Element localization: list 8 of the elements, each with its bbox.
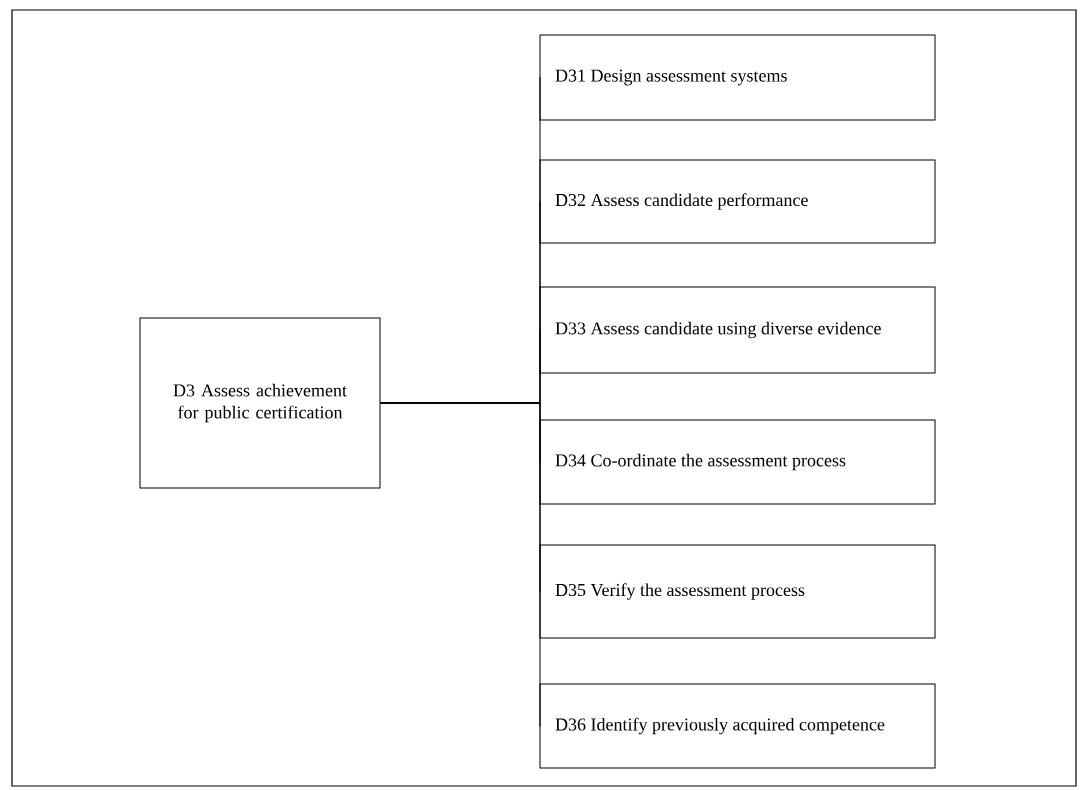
box: D34 Co-ordinate the assessment process bbox=[539, 419, 936, 505]
box: D31 Design assessment systems bbox=[539, 34, 936, 121]
box: D32 Assess candidate performance bbox=[539, 159, 936, 244]
connector-line bbox=[380, 402, 541, 727]
box: D35 Verify the assessment process bbox=[539, 544, 936, 639]
box: D36 Identify previously acquired competence bbox=[539, 683, 936, 769]
box: D33 Assess candidate using diverse evidence bbox=[539, 286, 936, 374]
box: D3 Assess achievement for public certification bbox=[139, 317, 381, 489]
